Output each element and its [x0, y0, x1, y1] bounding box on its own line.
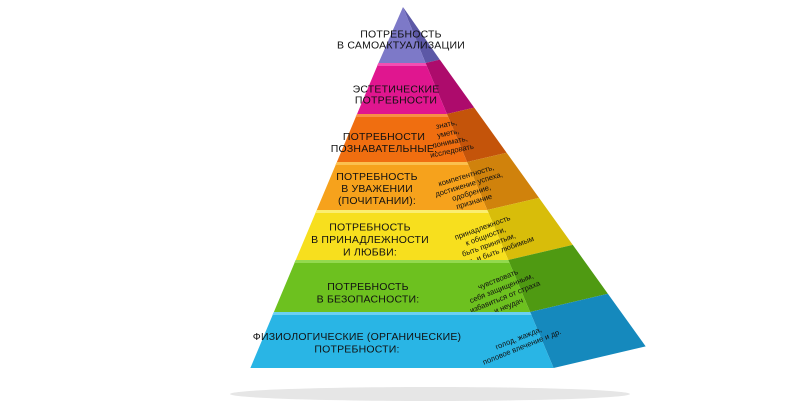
level-top-edge [315, 210, 489, 213]
level-front-face [250, 312, 554, 368]
side-description-line: знать, [435, 118, 458, 131]
level-front-face [357, 63, 447, 114]
level-top-edge [355, 114, 449, 117]
level-side-face [487, 197, 573, 260]
level-side-face [446, 107, 507, 162]
level-label-line: В БЕЗОПАСНОСТИ: [317, 293, 420, 305]
level-label-line: ПОТРЕБНОСТЬ [360, 29, 442, 41]
level-side-face [530, 293, 646, 368]
level-label-line: И ЛЮБВИ: [343, 247, 397, 259]
level-label-line: ПОТРЕБНОСТИ [355, 95, 437, 107]
pyramid-level-cognitive: ПОТРЕБНОСТИПОЗНАВАТЕЛЬНЫЕ:знать,уметь,по… [331, 107, 507, 162]
level-top-edge [272, 312, 532, 315]
level-front-face [336, 114, 468, 162]
level-label-line: В ПРИНАДЛЕЖНОСТИ [311, 234, 429, 246]
level-top-edge [376, 63, 428, 66]
level-side-face [508, 244, 608, 312]
level-front-face [295, 210, 509, 260]
level-label-line: В УВАЖЕНИИ [341, 183, 413, 195]
level-front-face [273, 260, 531, 312]
level-label-line: В САМОАКТУАЛИЗАЦИИ [337, 40, 465, 52]
level-label-line: ФИЗИОЛОГИЧЕСКИЕ (ОРГАНИЧЕСКИЕ) [253, 331, 461, 343]
pyramid-shadow [230, 387, 630, 401]
level-front-face [316, 162, 488, 210]
level-side-face [467, 152, 540, 210]
level-label-line: ПОЗНАВАТЕЛЬНЫЕ: [331, 143, 437, 155]
pyramid-level-physiological: ФИЗИОЛОГИЧЕСКИЕ (ОРГАНИЧЕСКИЕ)ПОТРЕБНОСТ… [250, 293, 646, 368]
level-label-line: ПОТРЕБНОСТЬ [327, 281, 409, 293]
level-label-line: ПОТРЕБНОСТИ: [314, 343, 399, 355]
level-label-line: (ПОЧИТАНИИ): [338, 195, 416, 207]
level-front-face [378, 7, 426, 63]
level-label-line: ЭСТЕТИЧЕСКИЕ [353, 84, 440, 96]
level-label-line: ПОТРЕБНОСТЬ [336, 171, 418, 183]
level-top-edge [294, 260, 510, 263]
level-side-face [425, 59, 475, 114]
level-side-face [403, 7, 440, 63]
level-label-line: ПОТРЕБНОСТЬ [329, 222, 411, 234]
level-top-edge [335, 162, 469, 165]
level-label-line: ПОТРЕБНОСТИ [343, 131, 425, 143]
